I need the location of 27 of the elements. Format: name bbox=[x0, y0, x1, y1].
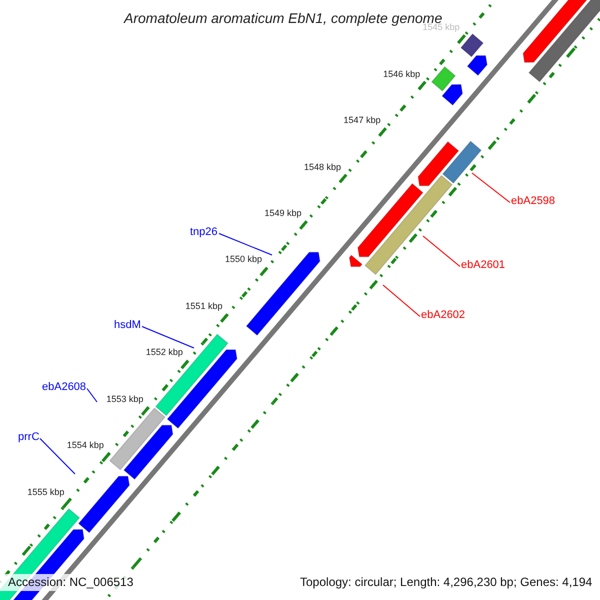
leader-line bbox=[422, 236, 460, 267]
leader-line bbox=[142, 326, 194, 348]
tick-label: 1554 kbp bbox=[66, 441, 104, 450]
tick-label: 1551 kbp bbox=[185, 302, 222, 311]
tick-label: 1547 kbp bbox=[344, 116, 381, 126]
leader-line bbox=[40, 438, 76, 474]
leader-line bbox=[218, 233, 272, 256]
tick-label: 1549 kbp bbox=[264, 209, 302, 218]
gene-label: prrC bbox=[18, 432, 40, 443]
tick-label: 1546 kbp bbox=[383, 70, 420, 79]
genome-info-label: Topology: circular; Length: 4,296,230 bp; Genes: 4,194 bbox=[300, 576, 592, 588]
gene-label: hsdM bbox=[114, 320, 141, 331]
leader-line bbox=[382, 284, 420, 317]
title: Aromatoleum aromaticum EbN1, complete genome bbox=[124, 11, 442, 25]
tick-label: 1550 kbp bbox=[224, 255, 262, 264]
gene-label: ebA2602 bbox=[421, 310, 466, 321]
tick-label: 1545 kbp bbox=[422, 23, 460, 32]
tick-label: 1548 kbp bbox=[304, 162, 342, 172]
gene-label: ebA2598 bbox=[511, 196, 556, 207]
tick-label: 1555 kbp bbox=[27, 488, 64, 497]
leader-line bbox=[86, 388, 98, 402]
tick-label: 1552 kbp bbox=[146, 348, 183, 358]
gene-label: tnp26 bbox=[190, 227, 218, 238]
leader-line bbox=[472, 172, 510, 203]
gene-label: ebA2601 bbox=[461, 260, 506, 271]
gene-label: ebA2608 bbox=[42, 382, 86, 393]
tick-label: 1553 kbp bbox=[106, 394, 144, 404]
